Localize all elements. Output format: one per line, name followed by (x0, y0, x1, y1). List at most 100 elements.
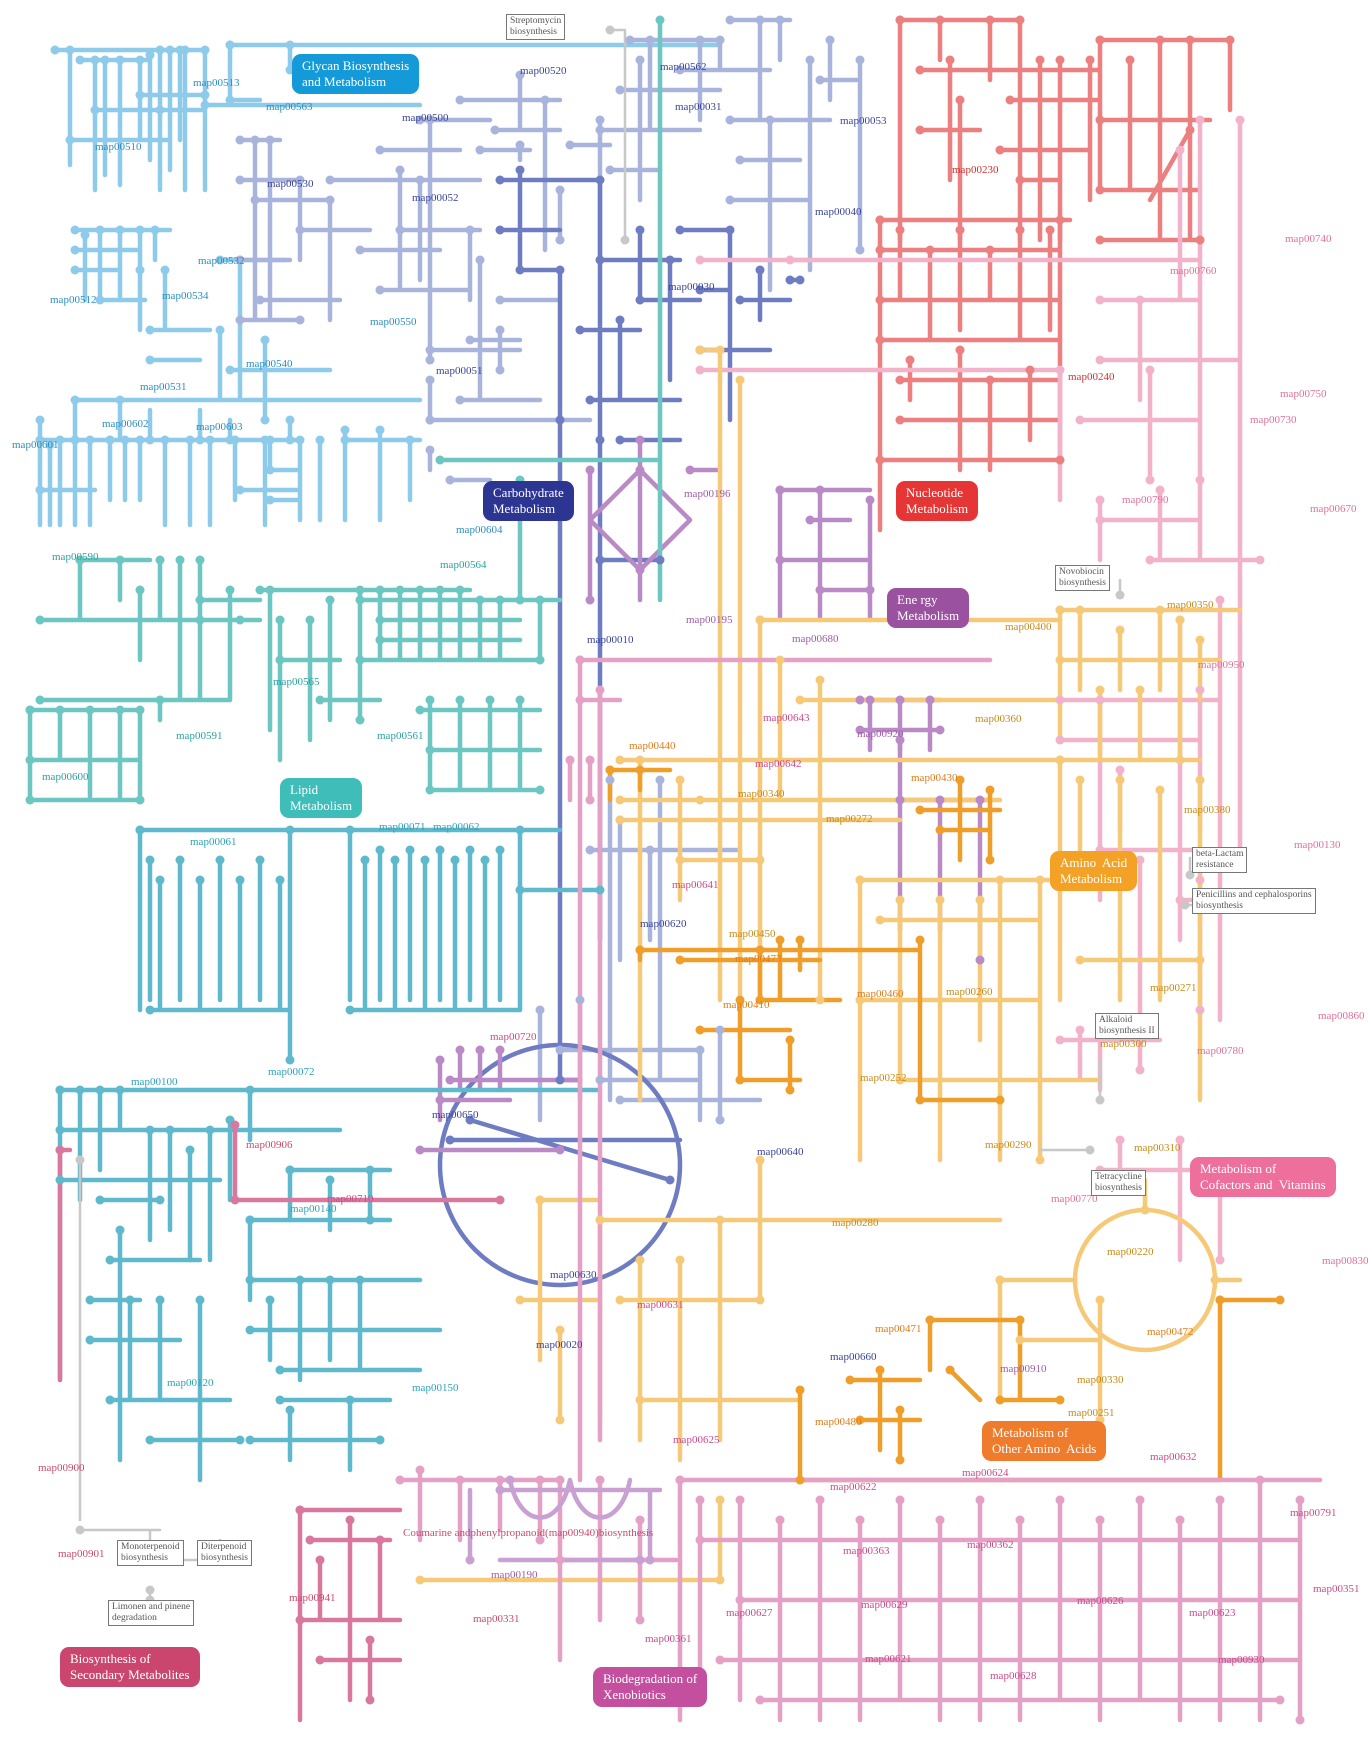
compound-node[interactable] (816, 76, 825, 85)
compound-node[interactable] (326, 596, 335, 605)
compound-node[interactable] (231, 1196, 240, 1205)
compound-node[interactable] (936, 796, 945, 805)
compound-node[interactable] (1116, 1136, 1125, 1145)
compound-node[interactable] (266, 1296, 275, 1305)
link-box-monoterpenoid[interactable]: Monoterpenoid biosynthesis (117, 1540, 184, 1566)
compound-node[interactable] (556, 1046, 565, 1055)
link-box-alkaloid[interactable]: Alkaloid biosynthesis II (1095, 1013, 1159, 1039)
compound-node[interactable] (71, 246, 80, 255)
compound-node[interactable] (246, 1086, 255, 1095)
map-label[interactable]: map00941 (289, 1592, 335, 1604)
compound-node[interactable] (1256, 556, 1265, 565)
compound-node[interactable] (156, 556, 165, 565)
compound-node[interactable] (916, 936, 925, 945)
map-label[interactable]: map00260 (946, 986, 993, 998)
compound-node[interactable] (106, 1256, 115, 1265)
compound-node[interactable] (1196, 116, 1205, 125)
compound-node[interactable] (726, 16, 735, 25)
compound-node[interactable] (236, 616, 245, 625)
compound-node[interactable] (716, 1026, 725, 1035)
compound-node[interactable] (76, 1526, 85, 1535)
map-label[interactable]: map00531 (140, 381, 186, 393)
compound-node[interactable] (136, 586, 145, 595)
compound-node[interactable] (426, 746, 435, 755)
map-label[interactable]: map00670 (1310, 503, 1357, 515)
compound-node[interactable] (596, 436, 605, 445)
map-label[interactable]: map00602 (102, 418, 148, 430)
map-label[interactable]: map00363 (843, 1545, 890, 1557)
compound-node[interactable] (1236, 116, 1245, 125)
compound-node[interactable] (81, 231, 90, 240)
category-label-nucleotide[interactable]: Nucleotide Metabolism (896, 481, 978, 521)
compound-node[interactable] (756, 16, 765, 25)
compound-node[interactable] (426, 446, 435, 455)
compound-node[interactable] (1156, 786, 1165, 795)
compound-node[interactable] (1146, 476, 1155, 485)
map-label[interactable]: map00252 (860, 1072, 906, 1084)
compound-node[interactable] (71, 266, 80, 275)
map-label[interactable]: map00361 (645, 1633, 691, 1645)
compound-node[interactable] (716, 346, 725, 355)
compound-node[interactable] (816, 586, 825, 595)
compound-node[interactable] (256, 296, 265, 305)
compound-node[interactable] (876, 456, 885, 465)
compound-node[interactable] (986, 856, 995, 865)
compound-node[interactable] (716, 1496, 725, 1505)
compound-node[interactable] (76, 1156, 85, 1165)
compound-node[interactable] (396, 1476, 405, 1485)
compound-node[interactable] (486, 696, 495, 705)
compound-node[interactable] (696, 1026, 705, 1035)
map-label[interactable]: map00031 (675, 101, 721, 113)
compound-node[interactable] (906, 356, 915, 365)
compound-node[interactable] (1216, 1296, 1225, 1305)
compound-node[interactable] (466, 336, 475, 345)
compound-node[interactable] (356, 586, 365, 595)
map-label[interactable]: map00331 (473, 1613, 519, 1625)
compound-node[interactable] (1056, 456, 1065, 465)
compound-node[interactable] (176, 856, 185, 865)
compound-node[interactable] (236, 876, 245, 885)
map-label[interactable]: map00532 (198, 255, 244, 267)
compound-node[interactable] (266, 136, 275, 145)
map-label[interactable]: map00530 (267, 178, 314, 190)
compound-node[interactable] (946, 56, 955, 65)
compound-node[interactable] (1056, 56, 1065, 65)
compound-node[interactable] (376, 1536, 385, 1545)
compound-node[interactable] (261, 416, 270, 425)
compound-node[interactable] (776, 936, 785, 945)
compound-node[interactable] (326, 176, 335, 185)
compound-node[interactable] (376, 586, 385, 595)
category-label-amino-acid[interactable]: Amino Acid Metabolism (1050, 851, 1137, 891)
compound-node[interactable] (956, 346, 965, 355)
compound-node[interactable] (86, 1296, 95, 1305)
compound-node[interactable] (326, 1276, 335, 1285)
compound-node[interactable] (396, 226, 405, 235)
compound-node[interactable] (456, 696, 465, 705)
compound-node[interactable] (1181, 901, 1190, 910)
compound-node[interactable] (1226, 36, 1235, 45)
compound-node[interactable] (406, 436, 415, 445)
compound-node[interactable] (596, 256, 605, 265)
map-label[interactable]: map00901 (58, 1548, 104, 1560)
compound-node[interactable] (676, 226, 685, 235)
compound-node[interactable] (616, 1096, 625, 1105)
compound-node[interactable] (1276, 1696, 1285, 1705)
compound-node[interactable] (396, 166, 405, 175)
compound-node[interactable] (1141, 1206, 1150, 1215)
compound-node[interactable] (256, 856, 265, 865)
compound-node[interactable] (896, 226, 905, 235)
compound-node[interactable] (1116, 776, 1125, 785)
compound-node[interactable] (626, 36, 635, 45)
compound-node[interactable] (566, 756, 575, 765)
compound-node[interactable] (656, 776, 665, 785)
map-label[interactable]: map00590 (52, 551, 99, 563)
compound-node[interactable] (266, 496, 275, 505)
category-label-energy[interactable]: Ene rgy Metabolism (887, 588, 969, 628)
compound-node[interactable] (636, 566, 645, 575)
compound-node[interactable] (426, 376, 435, 385)
map-label[interactable]: map00472 (1147, 1326, 1193, 1338)
compound-node[interactable] (916, 806, 925, 815)
compound-node[interactable] (576, 326, 585, 335)
link-box-beta-lactam[interactable]: beta-Lactam resistance (1192, 847, 1247, 873)
compound-node[interactable] (476, 1046, 485, 1055)
